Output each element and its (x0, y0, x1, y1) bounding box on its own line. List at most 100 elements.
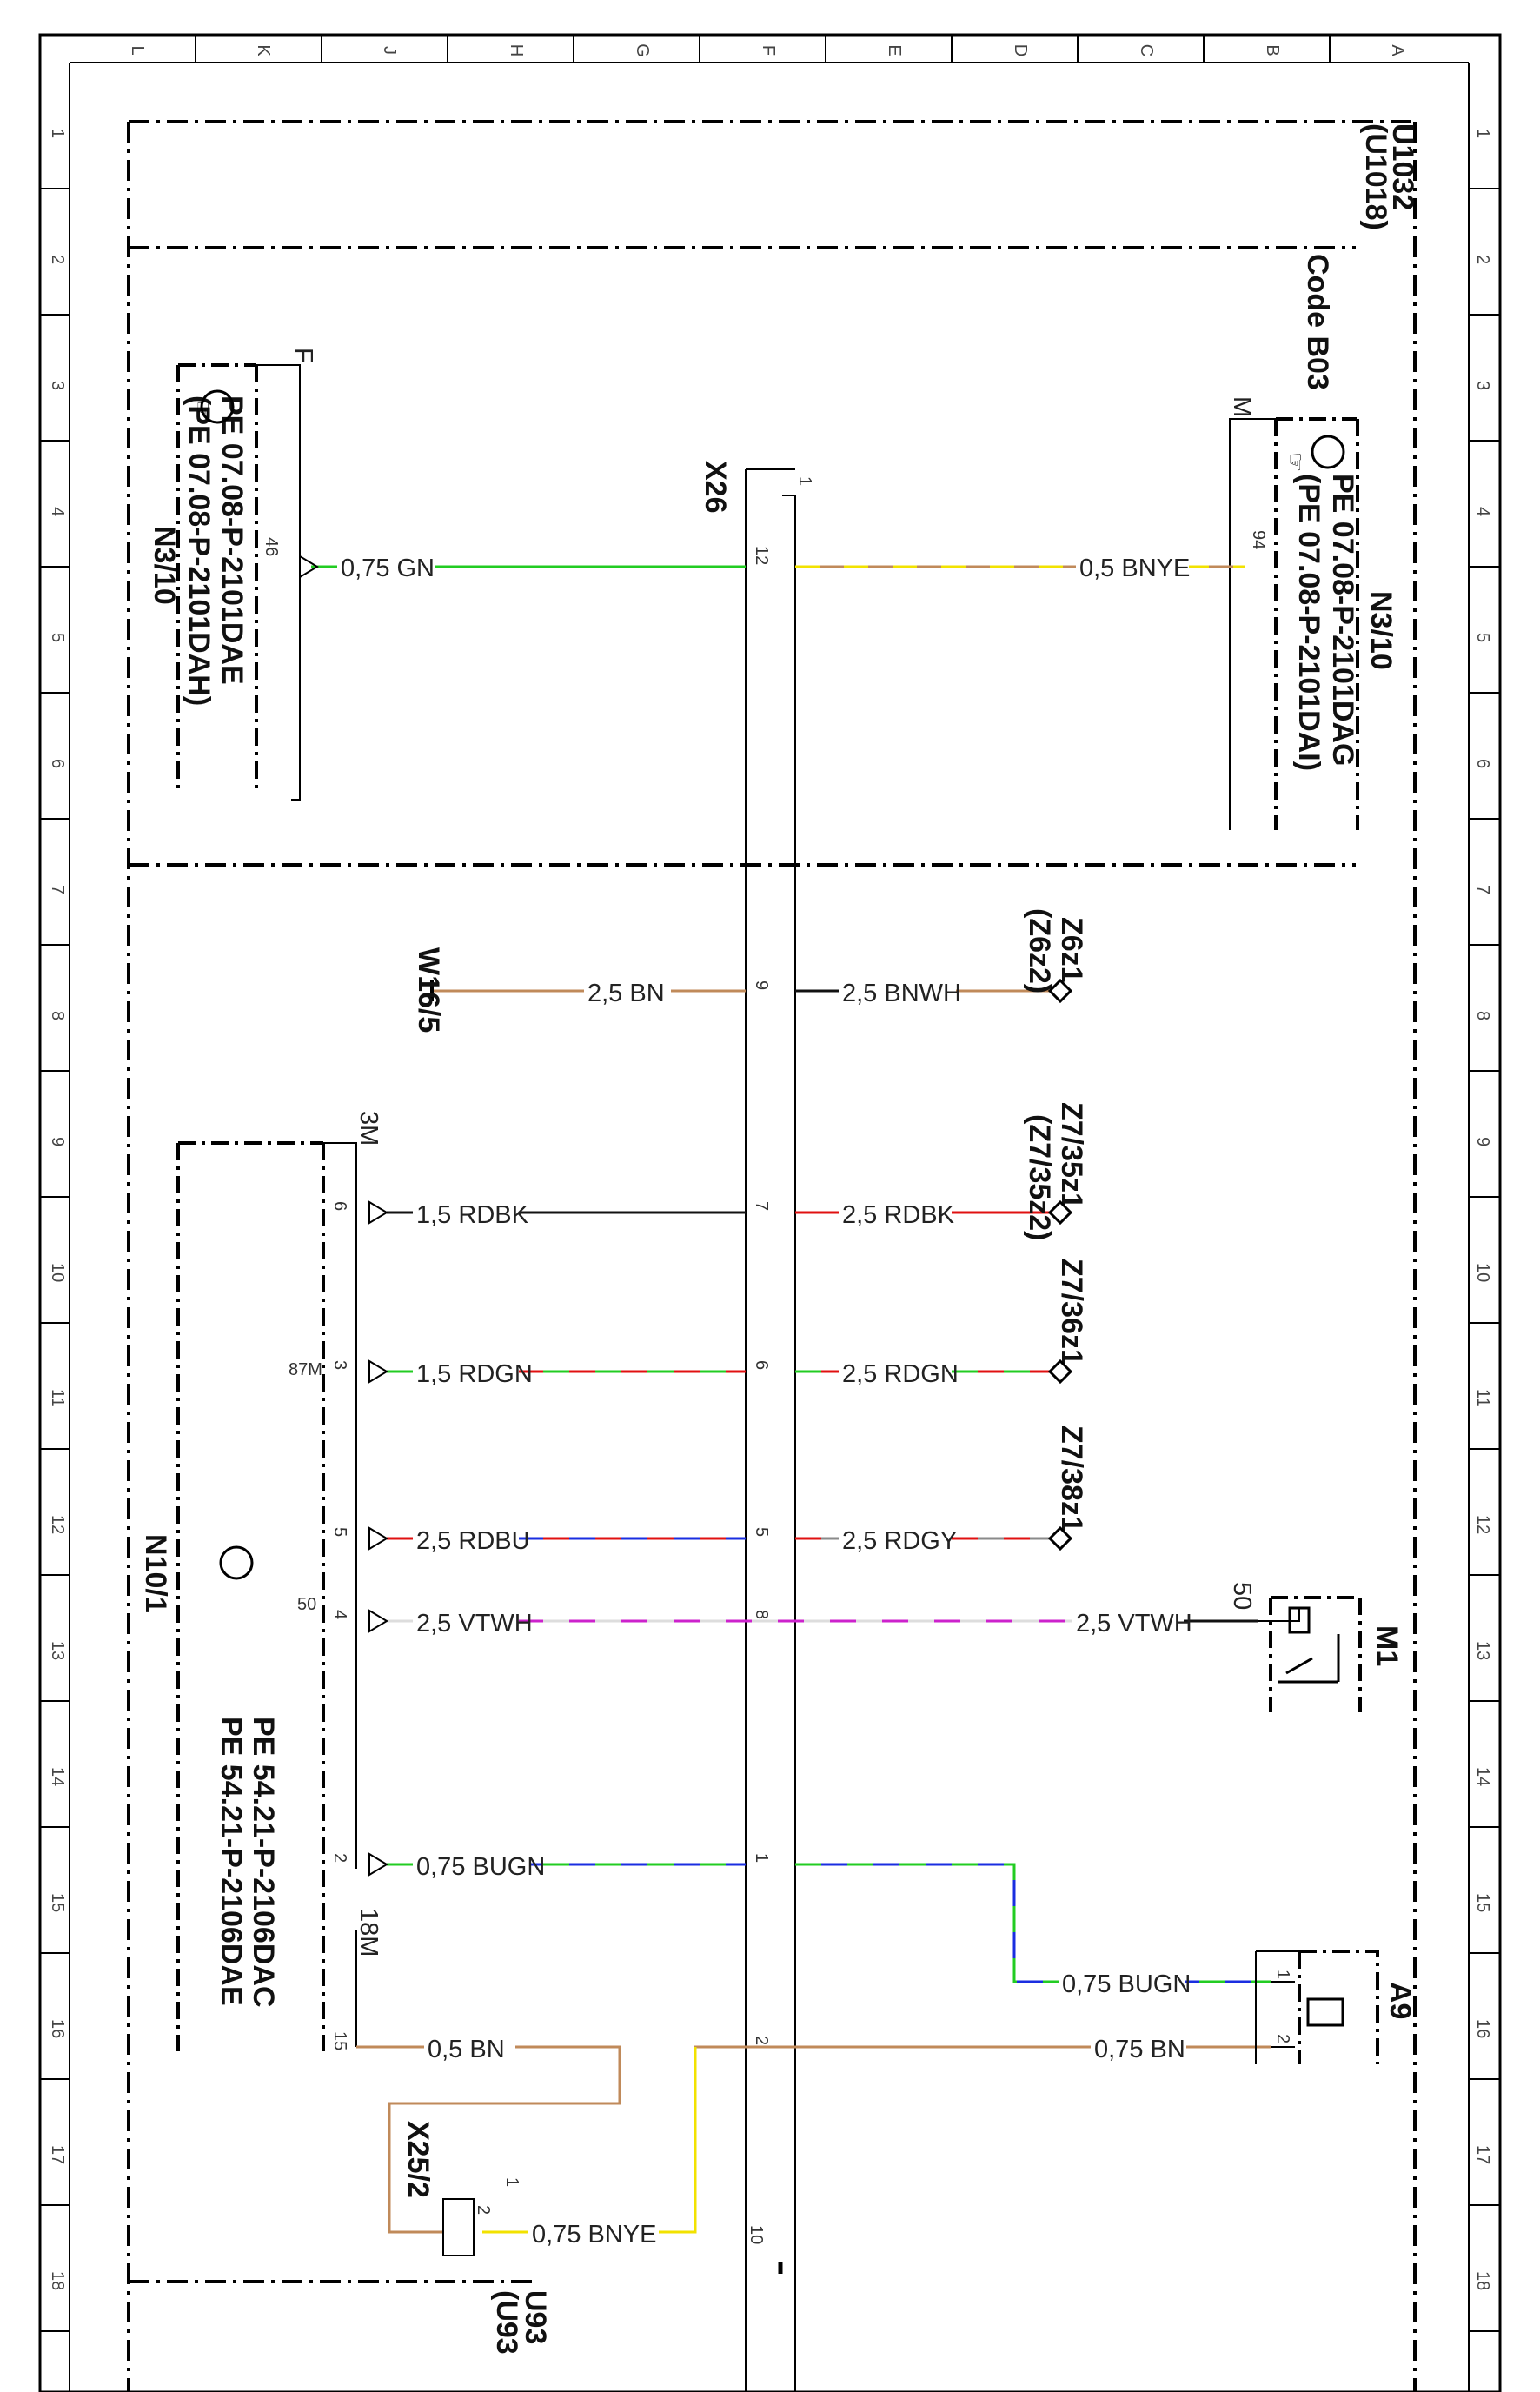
sheet-frame (38, 33, 1502, 2392)
row-label-18-left: 18 (48, 2271, 67, 2290)
grid-row-labels: 1 2 3 4 5 6 7 8 9 10 11 12 13 14 15 16 1… (48, 129, 1492, 2290)
n10-1-pin-3: 3 (330, 1360, 349, 1370)
n3-10-right-box (1229, 417, 1359, 830)
row-label-7-right: 7 (1473, 885, 1492, 894)
z6z1-label: Z6z1 (1055, 917, 1088, 983)
frame-code-u93-alt: (U93 (490, 2290, 523, 2355)
m1-starter-box (1258, 1596, 1362, 1712)
wire-label-bg (413, 1199, 519, 1227)
wire-label-rdgn-right: 2,5 RDGN (842, 1360, 959, 1388)
z6z2-label: (Z6z2) (1023, 908, 1056, 993)
row-label-12-right: 12 (1473, 1515, 1492, 1534)
n10-1-pin-5: 5 (330, 1527, 349, 1537)
row-label-10-right: 10 (1473, 1263, 1492, 1282)
z7-38z1-label: Z7/38z1 (1055, 1425, 1088, 1532)
row-label-18-right: 18 (1473, 2271, 1492, 2290)
row-label-4-left: 4 (48, 507, 67, 516)
row-label-5-right: 5 (1473, 633, 1492, 642)
wire-label-rdbk-left: 1,5 RDBK (416, 1201, 529, 1229)
terminal-diamonds (1047, 978, 1073, 1551)
x26-pin-1: 1 (795, 476, 814, 486)
wire-label-gn: 0,75 GN (341, 555, 435, 582)
row-label-6-left: 6 (48, 759, 67, 768)
row-label-4-right: 4 (1473, 507, 1492, 516)
wire-label-bg (1076, 552, 1189, 580)
x26-pin-5: 5 (752, 1527, 771, 1537)
x26-pin-12: 12 (752, 546, 771, 565)
wire-label-bn-left: 0,5 BN (428, 2036, 505, 2063)
row-label-14-left: 14 (48, 1767, 67, 1786)
w16-5-label: W16/5 (412, 947, 445, 1033)
n10-1-pin-6: 6 (330, 1201, 349, 1211)
n10-1-ref1: PE 54.21-P-2106DAC (247, 1717, 280, 2008)
m1-label: M1 (1371, 1625, 1404, 1666)
z7-35z1-label: Z7/35z1 (1055, 1102, 1088, 1209)
col-label-d: D (1011, 44, 1030, 56)
n3-10-right-ref1: PE 07.08-P-2101DAG (1326, 474, 1359, 766)
row-label-10-left: 10 (48, 1263, 67, 1282)
row-label-3-left: 3 (48, 381, 67, 390)
n3-10-left-ref2: (PE 07.08-P-2101DAH) (183, 395, 216, 706)
n10-1-ref2: PE 54.21-P-2106DAE (215, 1717, 248, 2006)
row-label-8-left: 8 (48, 1011, 67, 1020)
wire-label-bg (424, 2034, 515, 2062)
frame-code-u93: U93 (519, 2290, 552, 2344)
n10-1-tag-50: 50 (297, 1595, 316, 1614)
wire-bnye-bottom (482, 2047, 697, 2234)
col-label-b: B (1263, 44, 1282, 56)
wire-label-bn-w16: 2,5 BN (587, 980, 665, 1007)
control-unit-icon (219, 1545, 254, 1580)
row-label-1-left: 1 (48, 129, 67, 138)
wire-label-bugn-right: 0,75 BUGN (1062, 1970, 1191, 1998)
wire-label-bg (413, 1525, 519, 1553)
document-reference-icon: ☞ (190, 400, 216, 420)
wire-label-bnwh: 2,5 BNWH (842, 980, 961, 1007)
x26-pin-7: 7 (752, 1201, 771, 1211)
wire-label-bnye-top: 0,5 BNYE (1079, 555, 1190, 582)
n3-10-left-box (176, 363, 301, 801)
row-label-9-left: 9 (48, 1137, 67, 1146)
x25-2-pin-1: 1 (502, 2177, 521, 2187)
wire-label-bg (839, 1525, 952, 1553)
wire-label-bn-right: 0,75 BN (1094, 2036, 1185, 2063)
wire-label-vtwh-left: 2,5 VTWH (416, 1610, 533, 1638)
wire-label-bg (528, 2219, 659, 2247)
pin-arrows (368, 1200, 388, 1877)
x25-2-pin-2: 2 (474, 2205, 493, 2215)
row-label-3-right: 3 (1473, 381, 1492, 390)
wire-label-bg (413, 1359, 519, 1386)
transistor-icon (1311, 435, 1345, 469)
system-frames (127, 120, 1417, 2392)
m1-pin-50: 50 (1228, 1582, 1256, 1610)
x26-pin-6: 6 (752, 1360, 771, 1370)
n10-1-tag-87m: 87M (289, 1360, 322, 1379)
diamond-terminal-icon (1047, 978, 1073, 1004)
row-label-1-right: 1 (1473, 129, 1492, 138)
x25-2-label: X25/2 (402, 2121, 435, 2198)
n3-10-left-pin: 46 (262, 537, 281, 556)
row-label-16-right: 16 (1473, 2019, 1492, 2038)
wire-label-vtwh-right: 2,5 VTWH (1076, 1610, 1192, 1638)
wire-label-bg (1072, 1608, 1184, 1636)
z7-36z1-label: Z7/36z1 (1055, 1259, 1088, 1365)
row-label-15-right: 15 (1473, 1893, 1492, 1912)
col-label-l: L (128, 45, 147, 55)
diamond-terminal-icon (1047, 1199, 1073, 1226)
row-label-17-left: 17 (48, 2145, 67, 2164)
transistor-icon (200, 389, 235, 424)
x26-pin-8: 8 (752, 1610, 771, 1619)
x26-label: X26 (699, 461, 732, 514)
a9-pin-1: 1 (1273, 1970, 1292, 1979)
wire-label-bg (839, 1359, 952, 1386)
a9-label: A9 (1384, 1982, 1417, 2019)
a9-box (1255, 1950, 1379, 2064)
n10-1-pin-4: 4 (330, 1610, 349, 1619)
wire-label-rdbu: 2,5 RDBU (416, 1527, 530, 1555)
wire-bn-left (356, 2045, 621, 2234)
x26-pin-2: 2 (752, 2036, 771, 2045)
wire-label-rdgy: 2,5 RDGY (842, 1527, 957, 1555)
row-label-13-left: 13 (48, 1641, 67, 1660)
wire-label-rdgn-left: 1,5 RDGN (416, 1360, 533, 1388)
x26-pin-numbers: 12 9 7 6 5 8 1 2 (752, 546, 771, 2045)
